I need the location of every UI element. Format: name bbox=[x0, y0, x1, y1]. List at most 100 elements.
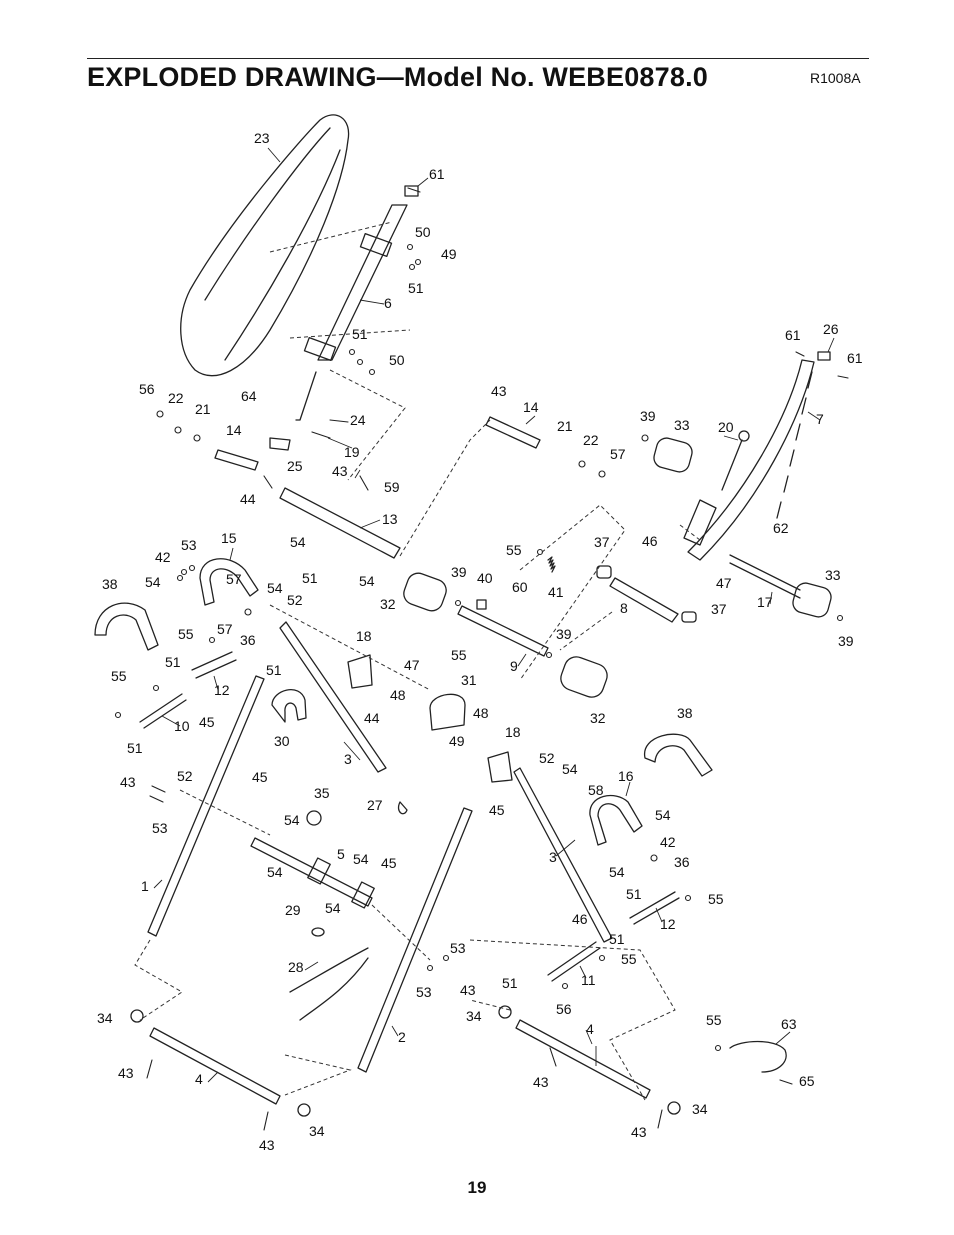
handle-15 bbox=[199, 558, 259, 606]
part-label: 61 bbox=[429, 166, 445, 182]
part-label: 48 bbox=[473, 705, 489, 721]
part-label: 22 bbox=[168, 390, 184, 406]
part-callouts: 1 2 3 3 4 4 5 6 7 8 9 10 11 12 12 13 14 … bbox=[97, 130, 863, 1153]
part-label: 32 bbox=[590, 710, 606, 726]
part-label: 58 bbox=[588, 782, 604, 798]
part-label: 61 bbox=[785, 327, 801, 343]
part-label: 34 bbox=[466, 1008, 482, 1024]
page-title: EXPLODED DRAWING—Model No. WEBE0878.0 bbox=[87, 62, 708, 92]
part-label: 32 bbox=[380, 596, 396, 612]
header-rule bbox=[87, 58, 869, 59]
part-label: 53 bbox=[181, 537, 197, 553]
part-label: 18 bbox=[505, 724, 521, 740]
bracket-18-lower bbox=[487, 751, 513, 783]
part-label: 1 bbox=[141, 878, 149, 894]
part-label: 54 bbox=[267, 864, 283, 880]
part-label: 51 bbox=[502, 975, 518, 991]
handle-16 bbox=[589, 794, 643, 846]
part-label: 45 bbox=[252, 769, 268, 785]
part-label: 65 bbox=[799, 1073, 815, 1089]
part-label: 56 bbox=[139, 381, 155, 397]
axle-8 bbox=[609, 577, 679, 623]
part-label: 45 bbox=[199, 714, 215, 730]
part-label: 26 bbox=[823, 321, 839, 337]
part-label: 28 bbox=[288, 959, 304, 975]
part-29 bbox=[311, 927, 325, 937]
part-label: 54 bbox=[290, 534, 306, 550]
part-label: 59 bbox=[384, 479, 400, 495]
part-label: 29 bbox=[285, 902, 301, 918]
part-label: 52 bbox=[177, 768, 193, 784]
part-label: 64 bbox=[241, 388, 257, 404]
part-label: 54 bbox=[609, 864, 625, 880]
bar-12-right bbox=[629, 891, 680, 925]
bracket-18-upper bbox=[347, 654, 373, 689]
part-label: 44 bbox=[364, 710, 380, 726]
part-label: 55 bbox=[621, 951, 637, 967]
part-label: 3 bbox=[344, 751, 352, 767]
part-label: 52 bbox=[539, 750, 555, 766]
part-label: 23 bbox=[254, 130, 270, 146]
part-label: 55 bbox=[178, 626, 194, 642]
part-label: 43 bbox=[460, 982, 476, 998]
part-label: 55 bbox=[451, 647, 467, 663]
cross-tube-5 bbox=[250, 837, 373, 907]
part-label: 41 bbox=[548, 584, 564, 600]
part-label: 43 bbox=[631, 1124, 647, 1140]
end-cap-34 bbox=[130, 1009, 144, 1023]
base-tube-4-left bbox=[149, 1027, 281, 1105]
part-label: 45 bbox=[381, 855, 397, 871]
part-label: 42 bbox=[660, 834, 676, 850]
part-label: 55 bbox=[506, 542, 522, 558]
page-number: 19 bbox=[467, 1178, 487, 1197]
foam-pad-38-right bbox=[644, 733, 713, 777]
part-label: 55 bbox=[708, 891, 724, 907]
bar-9 bbox=[457, 605, 549, 657]
part-label: 54 bbox=[353, 851, 369, 867]
part-30 bbox=[271, 689, 307, 723]
part-label: 39 bbox=[556, 626, 572, 642]
leg-2 bbox=[357, 807, 473, 1073]
part-label: 51 bbox=[127, 740, 143, 756]
chain-28 bbox=[289, 947, 369, 1021]
part-label: 53 bbox=[152, 820, 168, 836]
clip-27 bbox=[397, 801, 408, 815]
part-label: 14 bbox=[226, 422, 242, 438]
spring-41 bbox=[547, 556, 556, 573]
part-label: 24 bbox=[350, 412, 366, 428]
part-label: 21 bbox=[557, 418, 573, 434]
arm-3-left bbox=[279, 621, 387, 773]
backrest-tube bbox=[269, 185, 419, 451]
part-label: 39 bbox=[640, 408, 656, 424]
part-label: 56 bbox=[556, 1001, 572, 1017]
part-label: 60 bbox=[512, 579, 528, 595]
part-label: 46 bbox=[572, 911, 588, 927]
part-label: 43 bbox=[120, 774, 136, 790]
part-label: 49 bbox=[449, 733, 465, 749]
arm-3-right bbox=[513, 767, 613, 943]
part-label: 39 bbox=[838, 633, 854, 649]
part-label: 51 bbox=[165, 654, 181, 670]
part-label: 48 bbox=[390, 687, 406, 703]
part-label: 46 bbox=[642, 533, 658, 549]
part-label: 53 bbox=[450, 940, 466, 956]
part-label: 16 bbox=[618, 768, 634, 784]
part-label: 37 bbox=[711, 601, 727, 617]
part-label: 51 bbox=[609, 931, 625, 947]
part-label: 50 bbox=[389, 352, 405, 368]
part-label: 15 bbox=[221, 530, 237, 546]
bar-11 bbox=[547, 941, 601, 982]
part-label: 51 bbox=[352, 326, 368, 342]
part-label: 34 bbox=[692, 1101, 708, 1117]
part-label: 3 bbox=[549, 849, 557, 865]
part-label: 55 bbox=[111, 668, 127, 684]
part-label: 47 bbox=[716, 575, 732, 591]
part-label: 54 bbox=[325, 900, 341, 916]
part-label: 4 bbox=[195, 1071, 203, 1087]
part-label: 51 bbox=[266, 662, 282, 678]
part-label: 45 bbox=[489, 802, 505, 818]
part-label: 10 bbox=[174, 718, 190, 734]
part-label: 51 bbox=[626, 886, 642, 902]
foam-pad-38-left bbox=[94, 602, 159, 651]
part-40 bbox=[476, 599, 487, 610]
